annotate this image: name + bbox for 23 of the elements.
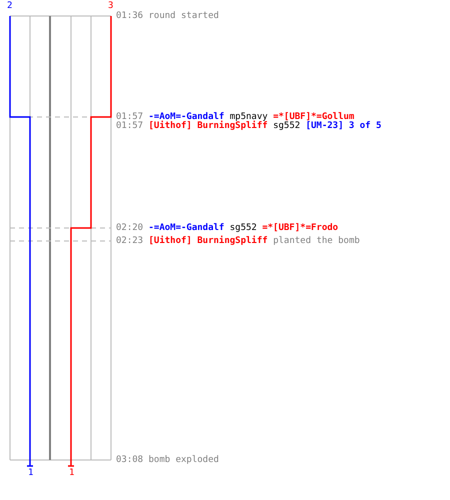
timestamp: 02:20 [116, 223, 144, 233]
player-name: =*[UBF]*=Frodo [262, 223, 338, 233]
timestamp: 02:23 [116, 236, 144, 246]
timestamp: 01:57 [116, 112, 144, 122]
player-count: 1 [69, 468, 74, 478]
player-count: 2 [7, 1, 12, 11]
player-name: [Uithof] BurningSpliff [148, 236, 268, 246]
timestamp: 03:08 [116, 455, 144, 465]
player-name: [Uithof] BurningSpliff [148, 121, 268, 131]
timestamp: 01:57 [116, 121, 144, 131]
event-text: sg552 [273, 121, 300, 131]
player-count: 1 [28, 468, 34, 478]
event-text: bomb exploded [148, 455, 219, 465]
player-name: [UM-23] 3 of 5 [306, 121, 382, 131]
timestamp: 01:36 [116, 11, 144, 21]
event-text: planted the bomb [273, 236, 360, 246]
player-name: =*[UBF]*=Gollum [273, 112, 354, 122]
event-text: sg552 [230, 223, 257, 233]
event-text: mp5navy [230, 112, 268, 122]
event-text: round started [148, 11, 219, 21]
player-count: 3 [108, 1, 114, 11]
player-name: -=AoM=-Gandalf [148, 112, 224, 122]
player-name: -=AoM=-Gandalf [148, 223, 224, 233]
